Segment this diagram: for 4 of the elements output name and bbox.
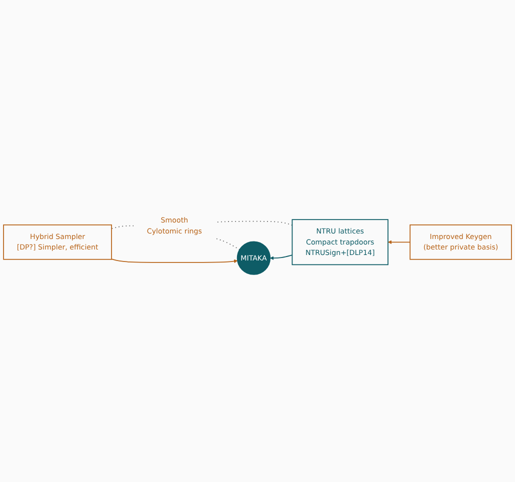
connector bbox=[214, 237, 240, 250]
arrow bbox=[388, 240, 411, 244]
arrow bbox=[270, 254, 293, 260]
arrow bbox=[111, 258, 238, 263]
